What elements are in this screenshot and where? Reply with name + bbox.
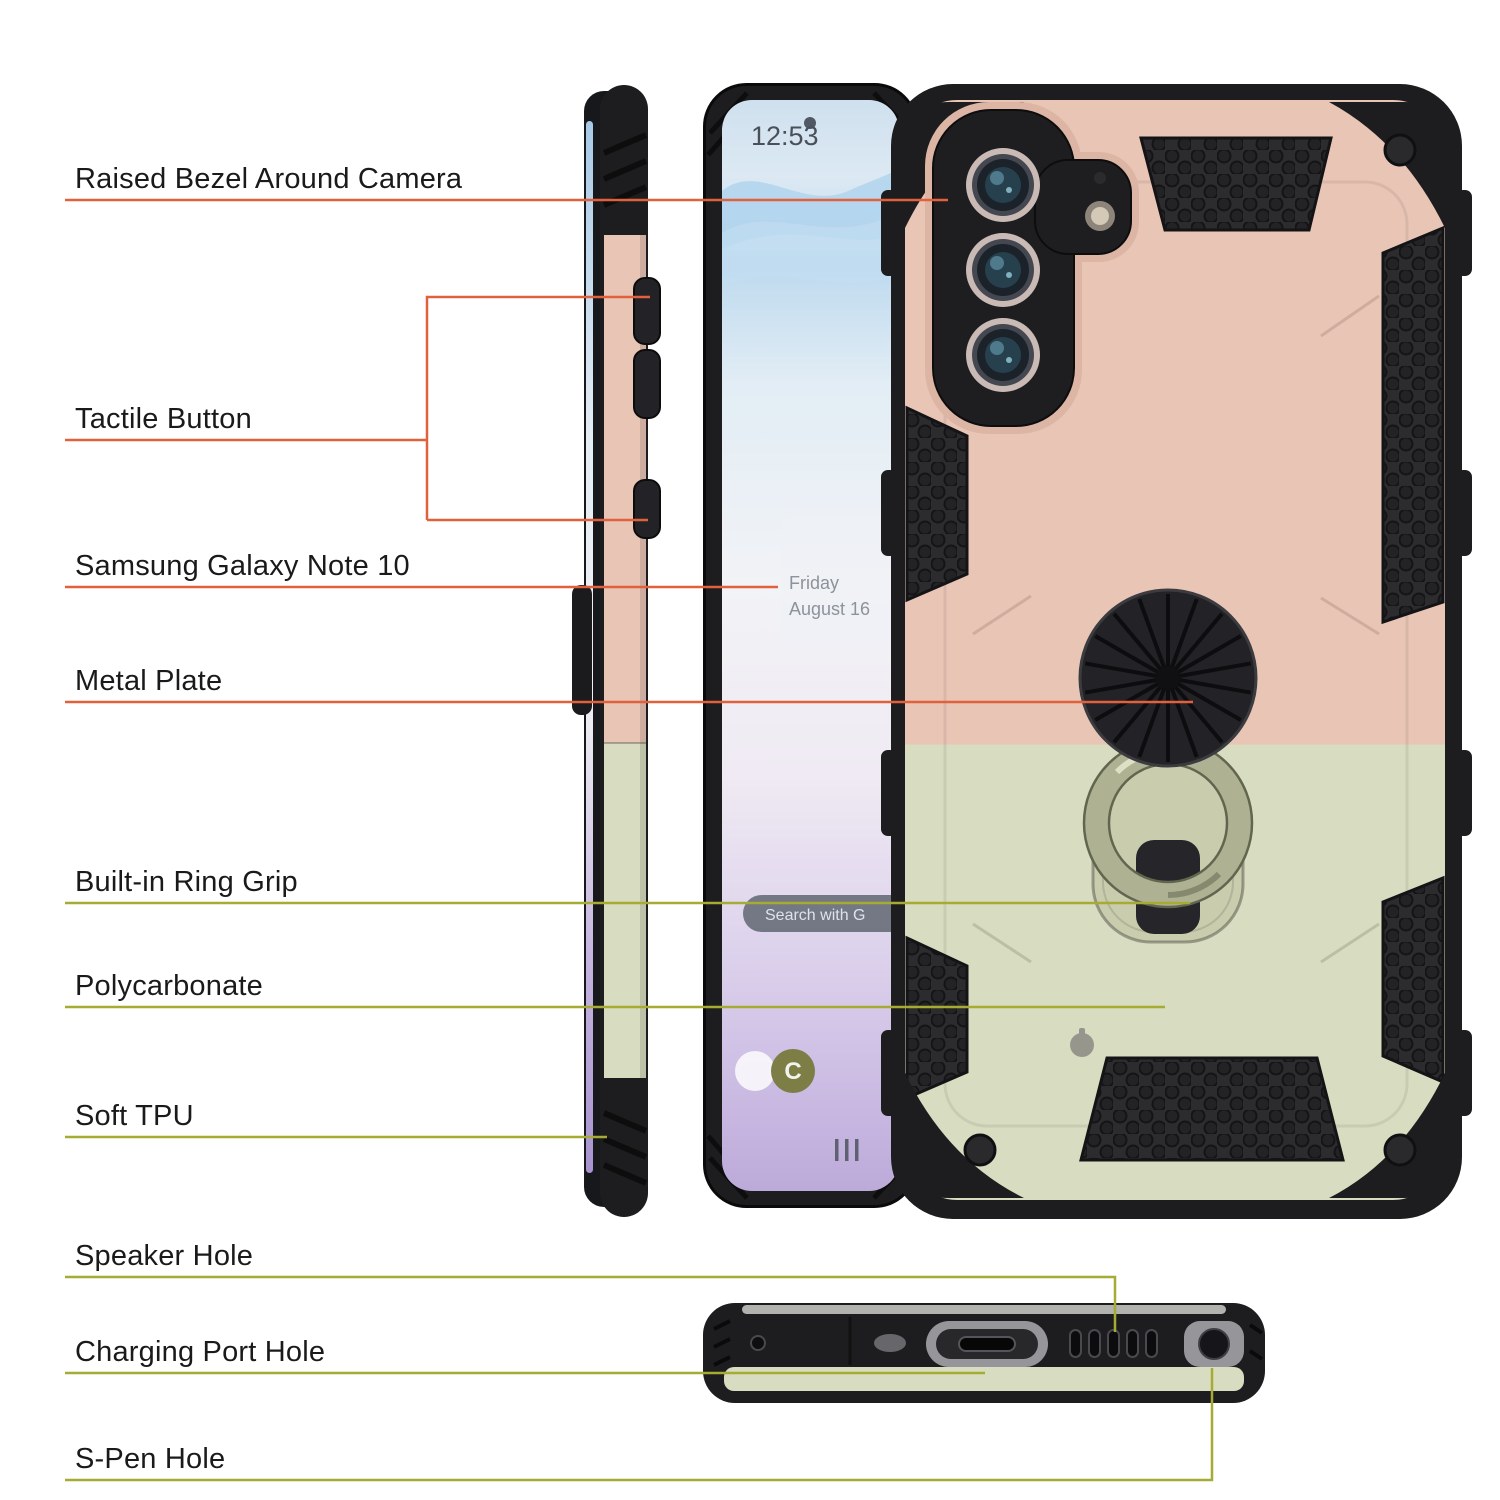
side-power-button <box>633 479 661 539</box>
aux-opening <box>874 1334 906 1352</box>
camera-lens-top <box>966 148 1040 222</box>
label-charging-port: Charging Port Hole <box>75 1336 326 1368</box>
mesh-panel-right-lower <box>1381 875 1445 1085</box>
bottom-front-lip <box>742 1305 1226 1314</box>
label-ring-grip: Built-in Ring Grip <box>75 866 298 898</box>
screen-weekday: Friday <box>789 573 839 593</box>
camera-housing-ext <box>1034 159 1132 255</box>
front-camera-punch-hole <box>804 117 816 129</box>
metal-plate-hub <box>1156 666 1180 690</box>
case-bottom-view <box>703 1303 1265 1403</box>
mesh-panel-top <box>1139 136 1333 232</box>
screen-search-bar[interactable] <box>743 895 913 932</box>
label-speaker-hole: Speaker Hole <box>75 1240 254 1272</box>
metal-plate-sunburst <box>1084 594 1252 762</box>
s-pen-hole <box>1184 1321 1244 1367</box>
screen-date: August 16 <box>789 599 870 619</box>
camera-flash <box>1085 201 1115 231</box>
side-rail-sage-section <box>604 743 646 1078</box>
back-mesh-panels <box>905 136 1445 1162</box>
ring-grip <box>1078 588 1258 944</box>
side-volume-down-button <box>633 349 661 419</box>
camera-module <box>925 102 1139 434</box>
ring-grip-ring[interactable] <box>1082 737 1254 909</box>
ring-shadow <box>1167 871 1222 899</box>
label-polycarbonate: Polycarbonate <box>75 970 263 1002</box>
charging-port <box>926 1321 1048 1367</box>
phone-front-view: 12:53 Friday August 16 Search with G C <box>703 83 918 1208</box>
label-s-pen-hole: S-Pen Hole <box>75 1443 226 1475</box>
screen-app-icon-letter: C <box>784 1058 801 1085</box>
mesh-panel-left-upper <box>905 405 969 603</box>
case-side-view <box>572 85 661 1217</box>
case-back-view <box>881 84 1472 1219</box>
screen-search-text: Search with G <box>765 907 865 924</box>
screen-app-icon-partial <box>735 1051 775 1091</box>
screen-time: 12:53 <box>751 121 819 151</box>
screen-nav-ticks <box>835 1139 859 1161</box>
camera-lens-middle <box>966 233 1040 307</box>
label-galaxy-note-10: Samsung Galaxy Note 10 <box>75 550 410 582</box>
mesh-panel-left-lower <box>905 935 969 1101</box>
side-grip-ridges <box>602 132 648 1186</box>
label-raised-bezel: Raised Bezel Around Camera <box>75 163 463 195</box>
side-volume-up-button <box>633 277 661 345</box>
label-metal-plate: Metal Plate <box>75 665 223 697</box>
mesh-panel-bottom <box>1079 1056 1345 1162</box>
back-facet-lines-lower <box>972 922 1380 964</box>
mic-hole <box>750 1335 766 1351</box>
mesh-panel-right-upper <box>1381 225 1445 625</box>
side-camera-bump <box>572 585 592 715</box>
bottom-shell-edge <box>724 1367 1244 1391</box>
camera-lens-bottom <box>966 318 1040 392</box>
screen-app-icon[interactable] <box>771 1049 815 1093</box>
wallpaper-wave-2 <box>722 211 899 287</box>
camera-sensor <box>1094 172 1106 184</box>
side-rail-shade <box>640 235 646 1078</box>
punkcase-logo <box>1070 1028 1094 1057</box>
corner-screws <box>963 133 1417 1167</box>
label-tactile-button: Tactile Button <box>75 403 252 435</box>
label-soft-tpu: Soft TPU <box>75 1100 194 1132</box>
